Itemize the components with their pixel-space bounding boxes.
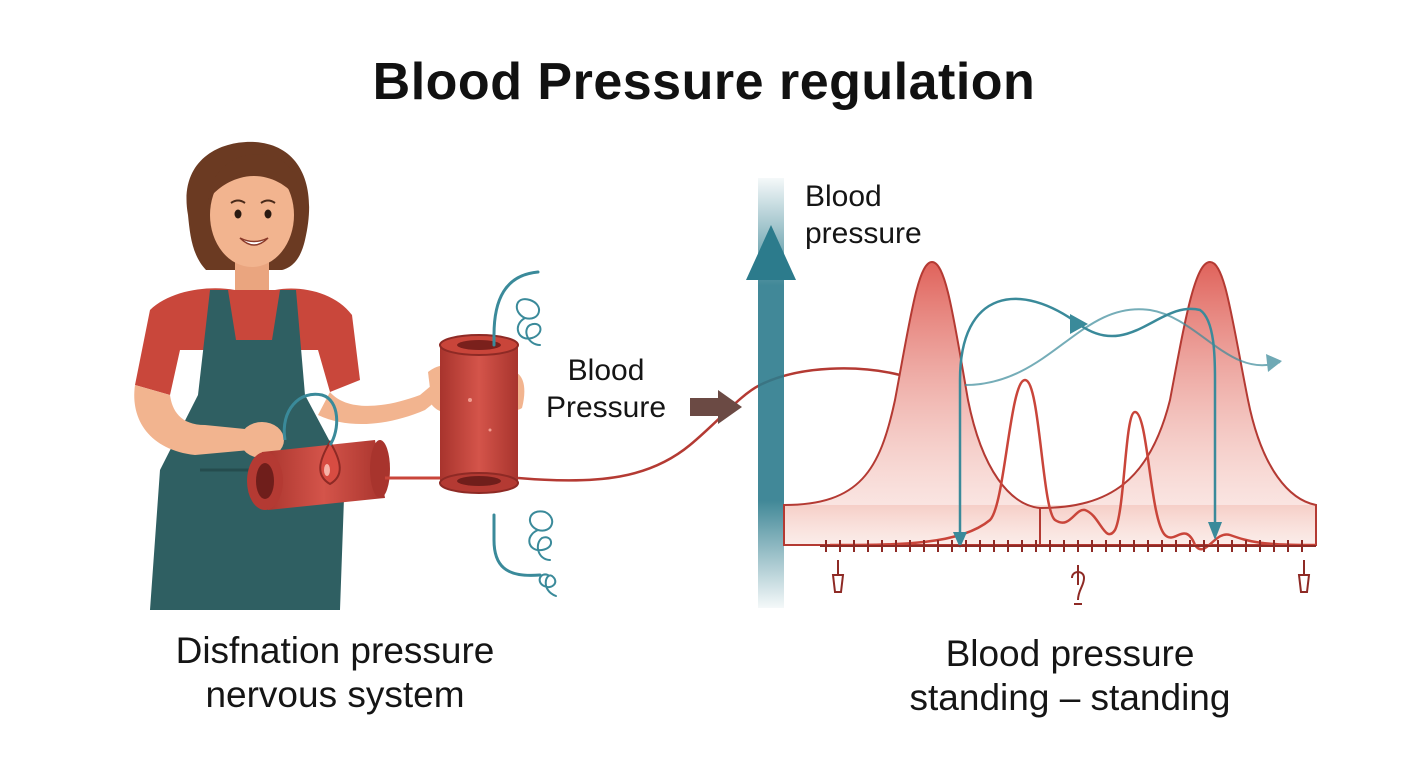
tube-label-line1: Blood [567,354,645,387]
left-caption: Disfnation pressure nervous system [150,629,520,717]
left-caption-line2: nervous system [205,674,465,715]
left-caption-line1: Disfnation pressure [175,630,495,671]
tube-label-line2: Pressure [546,391,667,424]
peak-left [783,260,1041,546]
page-title: Blood Pressure regulation [372,53,1036,111]
nerve-symbols [492,270,557,597]
chart-area [783,260,1317,551]
peak-right [1039,260,1317,546]
upright-vessel [439,334,519,494]
horizontal-vessel [247,392,390,510]
teal-flow-curve [958,297,1217,545]
right-caption: Blood pressure standing – standing [880,632,1260,720]
time-baseline [820,540,1316,605]
blood-pressure-axis [746,178,796,608]
axis-label-line1: Blood [805,180,882,213]
input-arrow [690,390,742,424]
right-caption-line1: Blood pressure [945,633,1195,674]
woman-figure [134,141,525,610]
right-caption-line2: standing – standing [909,677,1231,718]
axis-blood-pressure-label: Blood pressure [805,178,922,252]
teal-wave-right [964,308,1281,386]
tube-blood-pressure-label: Blood Pressure [546,352,666,426]
axis-label-line2: pressure [805,217,922,250]
